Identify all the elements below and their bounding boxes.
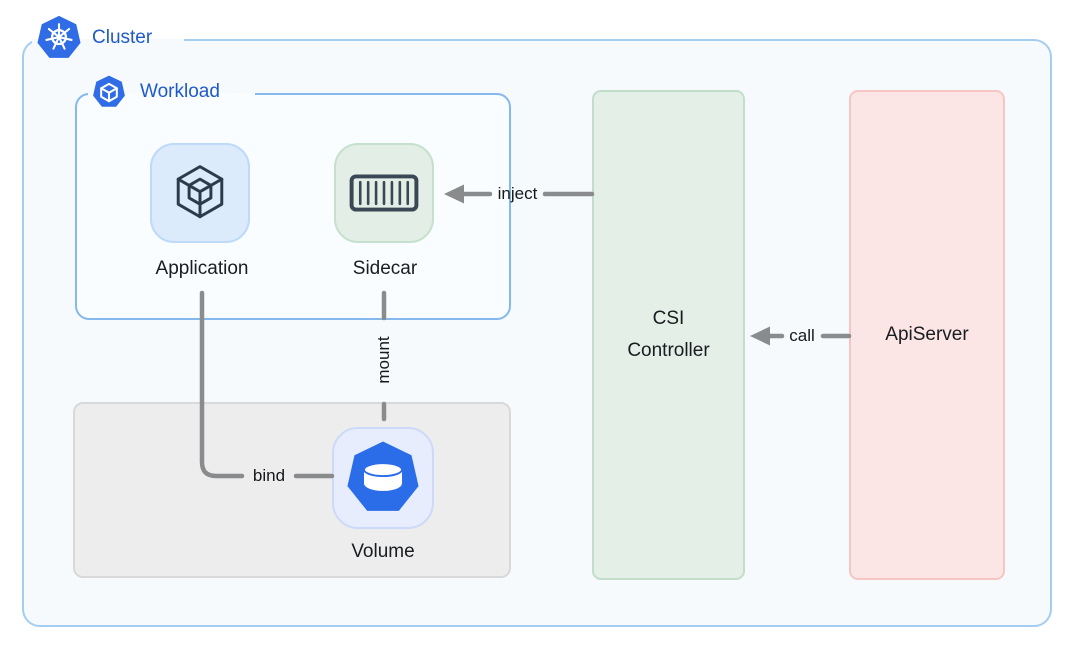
- volume-node: [332, 427, 434, 529]
- application-label: Application: [155, 258, 249, 279]
- sidecar-label: Sidecar: [352, 258, 418, 279]
- workload-group-box: [75, 93, 511, 320]
- mount-edge-label: mount: [374, 336, 393, 384]
- call-edge-label: call: [789, 326, 815, 345]
- wireframe-cube-icon: [167, 160, 233, 226]
- csi-controller-node: CSI Controller: [592, 90, 745, 580]
- kubernetes-logo-icon: [36, 15, 82, 61]
- api-server-node: ApiServer: [849, 90, 1005, 580]
- container-icon: [348, 171, 420, 215]
- inject-edge-label: inject: [497, 184, 538, 203]
- cluster-label: Cluster: [92, 27, 153, 48]
- volume-label: Volume: [351, 541, 415, 562]
- application-node: [150, 143, 250, 243]
- workload-label: Workload: [140, 81, 220, 102]
- volume-group-box: [73, 402, 511, 578]
- api-server-label: ApiServer: [885, 323, 969, 345]
- workload-label-border-gap: [88, 86, 255, 100]
- bind-edge-label: bind: [252, 466, 286, 485]
- sidecar-node: [334, 143, 434, 243]
- database-heptagon-icon: [345, 440, 421, 516]
- pod-cube-icon: [92, 75, 126, 109]
- csi-controller-label: CSI Controller: [627, 307, 710, 361]
